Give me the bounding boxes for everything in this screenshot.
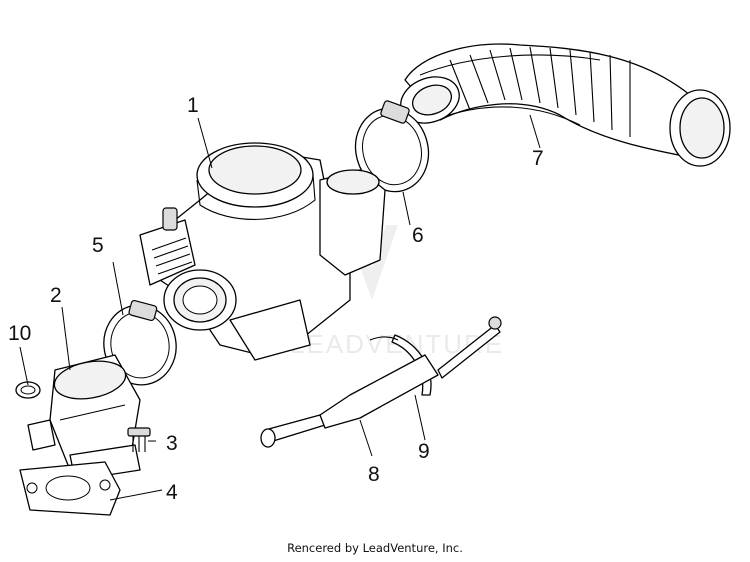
callout-9: 9 <box>418 440 430 463</box>
callout-2: 2 <box>50 284 62 307</box>
part-8-rod[interactable] <box>260 316 502 448</box>
callout-4: 4 <box>166 481 178 504</box>
part-6-hose-clamp[interactable] <box>346 100 437 200</box>
part-10-clip[interactable] <box>15 381 41 399</box>
leader-lines <box>19 114 541 501</box>
callout-7: 7 <box>532 147 544 170</box>
part-1-carburetor[interactable] <box>139 142 386 361</box>
credit-line: Rencered by LeadVenture, Inc. <box>287 541 463 555</box>
part-2-intake-manifold[interactable] <box>27 354 141 481</box>
callout-3: 3 <box>166 432 178 455</box>
part-4-gasket[interactable] <box>19 461 121 516</box>
part-3-screw[interactable] <box>127 427 151 452</box>
callout-labels: 1 2 3 4 5 6 7 8 9 10 <box>8 94 544 504</box>
callout-10: 10 <box>8 322 31 345</box>
part-7-intake-duct[interactable] <box>394 43 731 167</box>
callout-8: 8 <box>368 463 380 486</box>
callout-1: 1 <box>187 94 199 117</box>
callout-6: 6 <box>412 224 424 247</box>
part-5-hose-clamp[interactable] <box>98 299 183 390</box>
callout-5: 5 <box>92 234 104 257</box>
